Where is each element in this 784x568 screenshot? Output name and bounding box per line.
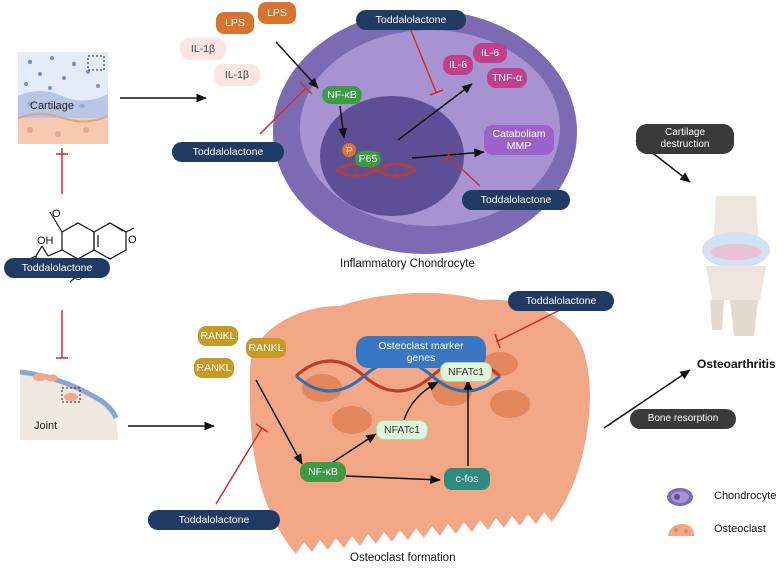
cartilage-destruction-badge: Cartilage destruction: [636, 124, 734, 154]
phosphate-label: P: [346, 146, 353, 157]
osteoclast-formation-caption: Osteoclast formation: [350, 552, 456, 564]
chem-o-label: O: [128, 234, 137, 246]
toddalolactone-badge: Toddalolactone: [462, 190, 570, 210]
p65-badge: P65: [355, 151, 381, 167]
toddalolactone-badge: Toddalolactone: [4, 258, 110, 278]
toddalolactone-structure: [23, 211, 135, 283]
marker-genes-line: Osteoclast marker: [378, 340, 464, 352]
bone-resorption-badge: Bone resorption: [630, 409, 736, 429]
cartilage-tissue-image: [17, 52, 109, 144]
toddalolactone-badge: Toddalolactone: [508, 291, 614, 311]
legend-chondrocyte-label: Chondrocyte: [714, 490, 777, 502]
legend-osteoclast-icon: [668, 524, 694, 536]
legend-chondrocyte-icon: [667, 488, 693, 506]
il6-badge: IL-6: [473, 43, 507, 63]
catabolism-mmp-badge: Cataboliam MMP: [484, 125, 554, 155]
nfkb-badge: NF-κB: [300, 462, 346, 482]
il1b-badge: IL-1β: [180, 38, 226, 60]
toddalolactone-badge: Toddalolactone: [148, 510, 280, 530]
marker-genes-line: genes: [406, 352, 436, 364]
joint-image: [19, 369, 119, 440]
joint-label: Joint: [34, 420, 58, 432]
nfatc1-badge: NFATc1: [376, 420, 428, 440]
osteoarthritis-label: Osteoarthritis: [697, 357, 776, 371]
phosphate-marker: [342, 143, 356, 157]
mmp-line: MMP: [506, 140, 532, 152]
cartilage-destruction-line: Cartilage: [664, 127, 706, 138]
tnfa-badge: TNF-α: [487, 68, 527, 88]
legend-osteoclast-label: Osteoclast: [714, 523, 766, 535]
cartilage-destruction-line: destruction: [660, 139, 710, 150]
toddalolactone-badge: Toddalolactone: [172, 142, 284, 162]
chem-oh-label: OH: [37, 235, 54, 247]
cartilage-label: Cartilage: [30, 100, 75, 112]
toddalolactone-badge: Toddalolactone: [356, 10, 466, 30]
rankl-badge: RANKL: [246, 338, 286, 358]
nfkb-badge: NF-κB: [322, 86, 362, 104]
rankl-badge: RANKL: [198, 326, 238, 346]
lps-badge: LPS: [258, 2, 296, 24]
cfos-badge: c-fos: [444, 468, 490, 490]
il1b-badge: IL-1β: [214, 64, 260, 86]
rankl-badge: RANKL: [194, 358, 234, 378]
lps-badge: LPS: [216, 12, 254, 34]
il6-badge: IL-6: [443, 55, 473, 75]
knee-joint-image: [702, 196, 770, 336]
chem-o-label: O: [52, 208, 61, 220]
nfatc1-badge: NFATc1: [440, 362, 492, 382]
inhibition-lines: [56, 27, 561, 505]
catabolism-line: Cataboliam: [492, 128, 546, 140]
inflammatory-chondrocyte-caption: Inflammatory Chondrocyte: [340, 258, 475, 270]
